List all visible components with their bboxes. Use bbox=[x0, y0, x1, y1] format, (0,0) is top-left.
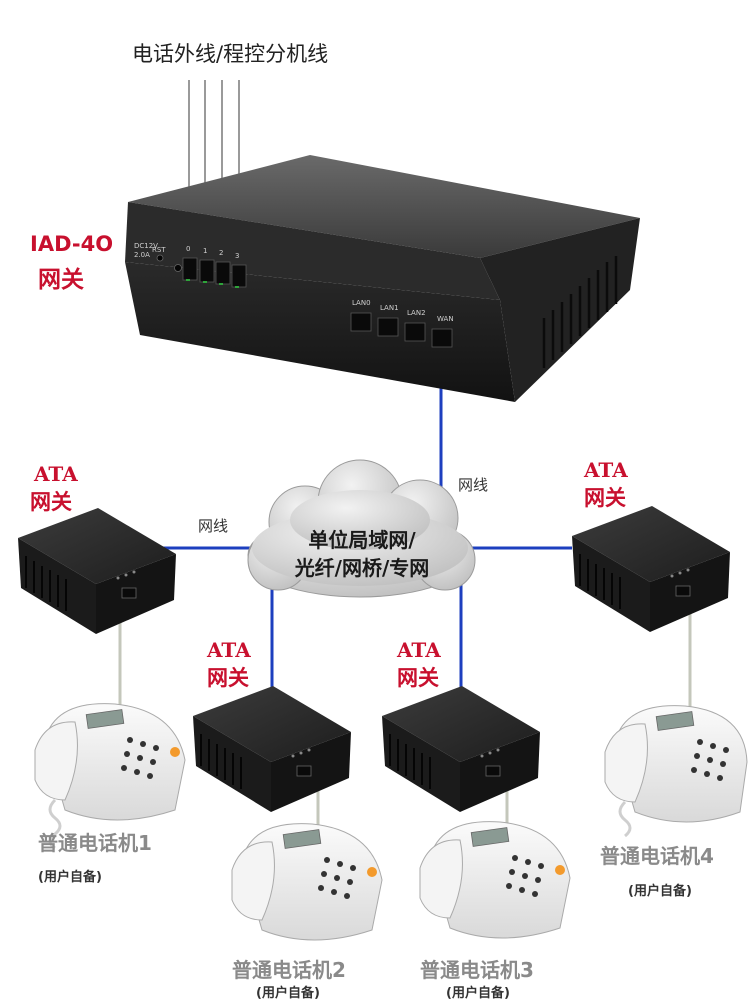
telephone-4 bbox=[604, 705, 748, 838]
phone-3-note: (用户自备) bbox=[446, 986, 510, 1001]
power-label: DC12V bbox=[134, 242, 158, 250]
ata-3-type: 网关 bbox=[397, 666, 439, 690]
iad-model-label: IAD-4O bbox=[30, 232, 114, 256]
ata-4-model: ATA bbox=[584, 458, 628, 482]
phone-2-label: 普通电话机2 bbox=[232, 958, 346, 982]
lan-port-label-2: LAN2 bbox=[407, 309, 426, 317]
fxo-port-label-3: 3 bbox=[235, 252, 239, 260]
reset-hole bbox=[156, 254, 164, 262]
phone-2-note: (用户自备) bbox=[256, 986, 320, 1001]
iad-gateway-label: 网关 bbox=[38, 267, 84, 293]
telephone-3 bbox=[419, 821, 571, 939]
phone-1-note: (用户自备) bbox=[38, 870, 102, 885]
pstn-line-label: 电话外线/程控分机线 bbox=[132, 42, 329, 66]
ata-device-4 bbox=[572, 506, 730, 632]
ata-3-model: ATA bbox=[397, 638, 441, 662]
cable-label-lan: 网线 bbox=[198, 517, 229, 535]
network-label-line1: 单位局域网/ bbox=[308, 528, 416, 552]
fxo-port-label-2: 2 bbox=[219, 249, 223, 257]
reset-label: RST bbox=[152, 246, 166, 254]
network-label-line2: 光纤/网桥/专网 bbox=[294, 556, 430, 580]
lan-port-group bbox=[350, 312, 453, 348]
fxo-port-group bbox=[182, 257, 247, 288]
ata-1-model: ATA bbox=[34, 462, 78, 486]
phone-4-note: (用户自备) bbox=[628, 884, 692, 899]
ata-1-type: 网关 bbox=[30, 490, 72, 514]
iad-device: DC12V 2.0A RST 0 1 2 3 LAN0 LAN1 LAN2 WA… bbox=[125, 155, 640, 402]
telephone-1 bbox=[34, 703, 186, 850]
lan-port-label-1: LAN1 bbox=[380, 304, 399, 312]
power-jack bbox=[174, 264, 182, 272]
fxo-port-label-0: 0 bbox=[186, 245, 190, 253]
power-rating: 2.0A bbox=[134, 251, 150, 259]
ata-device-3 bbox=[382, 686, 540, 812]
ata-2-model: ATA bbox=[207, 638, 251, 662]
lan-port-label-0: LAN0 bbox=[352, 299, 371, 307]
cable-label-wan: 网线 bbox=[458, 476, 489, 494]
ata-device-2 bbox=[193, 686, 351, 812]
phone-3-label: 普通电话机3 bbox=[420, 958, 534, 982]
phone-1-label: 普通电话机1 bbox=[38, 831, 152, 855]
cloud-fill bbox=[252, 490, 468, 586]
phone-4-label: 普通电话机4 bbox=[600, 844, 714, 868]
ata-4-type: 网关 bbox=[584, 486, 626, 510]
wan-port-label: WAN bbox=[437, 315, 454, 323]
ata-device-1 bbox=[18, 508, 176, 634]
fxo-port-label-1: 1 bbox=[203, 247, 207, 255]
ata-2-type: 网关 bbox=[207, 666, 249, 690]
telephone-2 bbox=[231, 823, 383, 941]
